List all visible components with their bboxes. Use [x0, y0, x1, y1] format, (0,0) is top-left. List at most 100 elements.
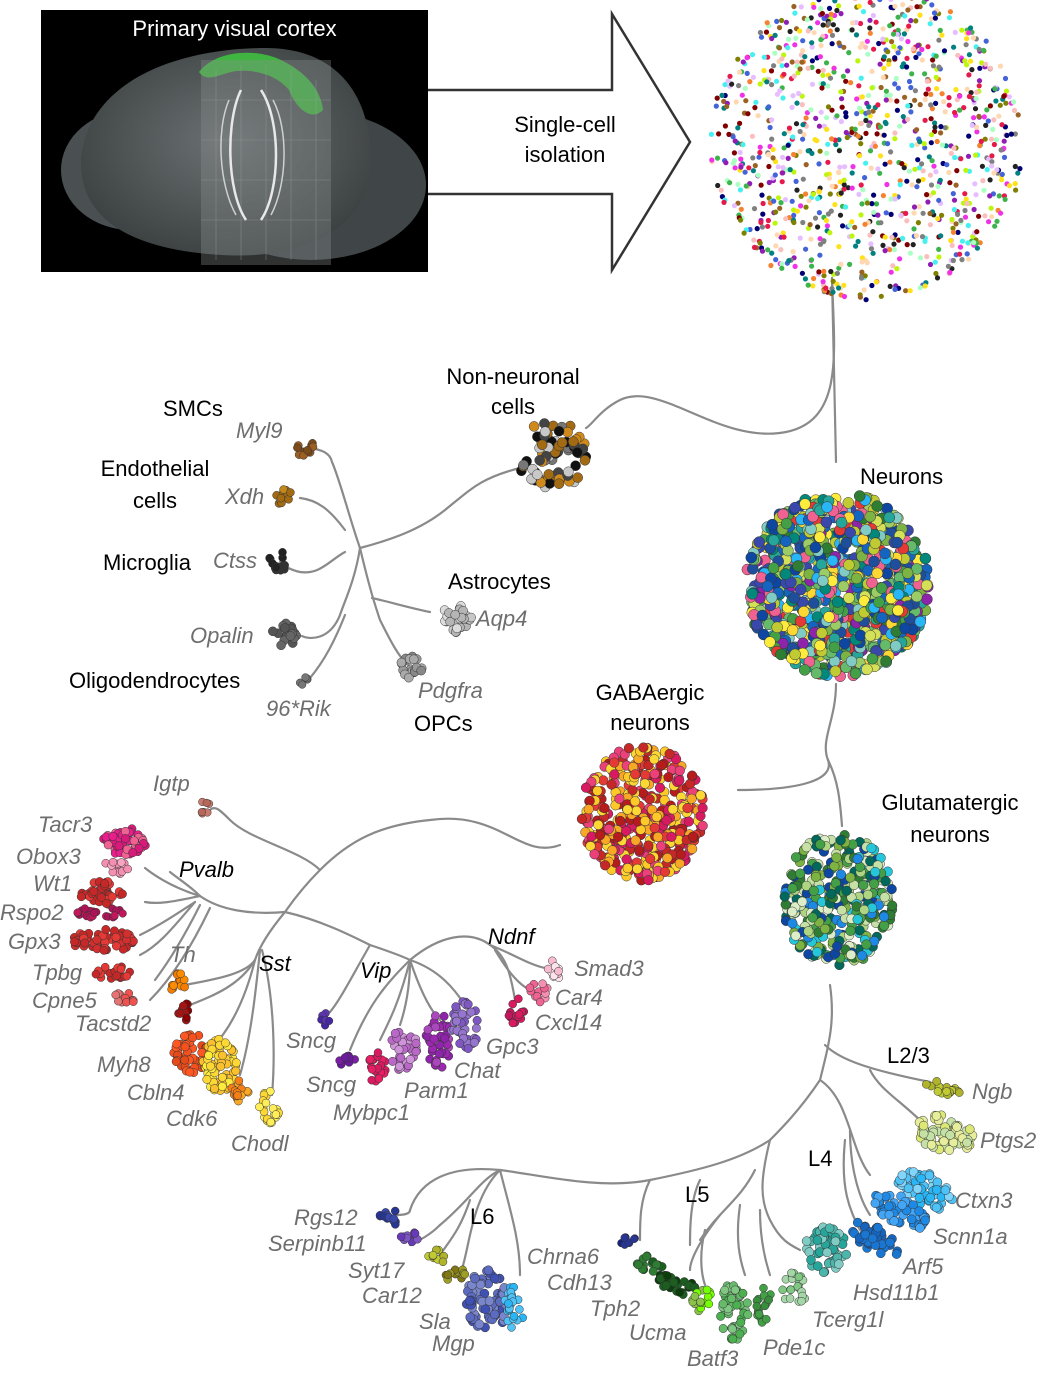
- serpinb11-label: Serpinb11: [268, 1231, 367, 1256]
- smad3-cluster: [543, 956, 564, 982]
- gabaergic-label-2: neurons: [610, 710, 690, 735]
- vip-label: Vip: [360, 958, 392, 983]
- cpne5-cluster: [111, 989, 138, 1007]
- hsd11b1-label: Hsd11b1: [853, 1280, 940, 1305]
- cxcl14-label: Cxcl14: [535, 1010, 603, 1035]
- ngb-cluster: [922, 1077, 964, 1099]
- branch-line: [688, 1178, 702, 1247]
- glutamatergic-label-2: neurons: [910, 822, 990, 847]
- ctxn3-label: Ctxn3: [955, 1188, 1013, 1213]
- cdh13-label: Cdh13: [547, 1270, 612, 1295]
- cdk6-cluster: [227, 1076, 253, 1106]
- gpx3-label: Gpx3: [8, 929, 61, 954]
- branch-line: [208, 806, 322, 872]
- non-neuronal-label-1: Non-neuronal: [446, 364, 580, 389]
- branch-line: [143, 894, 202, 904]
- myl9-cluster: [293, 439, 318, 460]
- endothelial-label-2: cells: [132, 488, 177, 513]
- opalin-cluster: [268, 618, 301, 651]
- branch-line: [818, 1078, 872, 1177]
- ctxn3-cluster: [893, 1167, 957, 1214]
- tpbg-label: Tpbg: [32, 960, 83, 985]
- igtp-label: Igtp: [153, 771, 190, 796]
- branch-line: [438, 1168, 502, 1227]
- branch-line: [408, 983, 834, 1212]
- branch-line: [688, 1213, 722, 1272]
- mgp-cluster: [500, 1282, 527, 1332]
- cdk6-label: Cdk6: [166, 1106, 218, 1131]
- branch-line: [328, 943, 372, 1014]
- car12-label: Car12: [362, 1283, 422, 1308]
- branch-line: [143, 866, 202, 898]
- obox3-cluster: [101, 857, 132, 878]
- branch-line: [138, 900, 197, 937]
- tph2-label: Tph2: [590, 1296, 641, 1321]
- branch-line: [736, 1203, 747, 1277]
- chat2-cluster: [447, 997, 482, 1053]
- car4-label: Car4: [555, 985, 603, 1010]
- microglia-label: Microglia: [103, 550, 192, 575]
- syt17-cluster: [424, 1245, 449, 1267]
- branch-line: [358, 546, 412, 668]
- visual-cortex-highlight: [199, 52, 323, 115]
- astrocytes-label: Astrocytes: [448, 569, 551, 594]
- branch-line: [700, 1228, 707, 1287]
- isolation-label-line1: Single-cell: [514, 112, 616, 137]
- branch-line: [826, 758, 844, 828]
- scnn1a-cluster: [870, 1190, 930, 1233]
- all-cells-cluster: [708, 0, 1023, 303]
- branch-line: [408, 958, 442, 1022]
- brain-image-panel: Primary visual cortex: [41, 10, 428, 272]
- tph2-cluster: [654, 1270, 700, 1299]
- l5-label: L5: [685, 1182, 710, 1207]
- opcs-label: OPCs: [414, 711, 473, 736]
- glutamatergic-cluster: [779, 830, 898, 971]
- chodl-cluster: [255, 1087, 283, 1128]
- branch-line: [584, 276, 836, 435]
- sncg-cluster-b: [335, 1051, 359, 1069]
- pvalb-label: Pvalb: [179, 857, 235, 882]
- neurons-label: Neurons: [860, 464, 944, 489]
- ucma-cluster: [688, 1285, 715, 1316]
- l23-label: L2/3: [887, 1043, 930, 1068]
- hsd11b1-cluster: [801, 1222, 851, 1277]
- branch-line: [278, 550, 347, 574]
- cdh13-cluster: [632, 1251, 667, 1276]
- chodl-label: Chodl: [231, 1131, 289, 1156]
- ctss-cluster: [265, 548, 289, 575]
- batf3-cluster: [716, 1281, 753, 1344]
- serpinb11-cluster: [396, 1228, 422, 1247]
- tacstd2-cluster: [174, 999, 193, 1025]
- rik-cluster: [295, 673, 312, 689]
- obox3-label: Obox3: [16, 844, 81, 869]
- aqp4-cluster: [439, 601, 476, 637]
- branch-line: [153, 903, 202, 982]
- mybpc1-cluster: [365, 1048, 390, 1086]
- batf3-label: Batf3: [687, 1346, 739, 1371]
- rspo2-cluster: [73, 904, 127, 922]
- ucma-label: Ucma: [629, 1320, 687, 1345]
- branch-line: [308, 613, 347, 680]
- branch-line: [310, 446, 362, 550]
- branch-line: [283, 910, 412, 962]
- branch-line: [736, 682, 838, 792]
- branch-line: [378, 958, 412, 1042]
- branch-line: [188, 958, 257, 1007]
- gabaergic-label-1: GABAergic: [595, 680, 705, 705]
- tcerg1l-cluster: [778, 1268, 809, 1306]
- branch-line: [398, 958, 412, 1027]
- gpc3-cluster: [504, 994, 529, 1028]
- car12-cluster: [441, 1265, 470, 1284]
- smad3-label: Smad3: [574, 956, 644, 981]
- igtp-cluster: [197, 797, 214, 818]
- endothelial-label-1: Endothelial: [100, 456, 210, 481]
- sla-label: Sla: [419, 1309, 451, 1334]
- wt1-cluster: [76, 877, 127, 909]
- branch-line: [358, 466, 522, 550]
- scnn1a-label: Scnn1a: [933, 1224, 1008, 1249]
- sncg-cluster-a: [317, 1009, 334, 1030]
- branch-line: [698, 1168, 757, 1242]
- ngb-label: Ngb: [972, 1079, 1013, 1104]
- l4-label: L4: [808, 1146, 833, 1171]
